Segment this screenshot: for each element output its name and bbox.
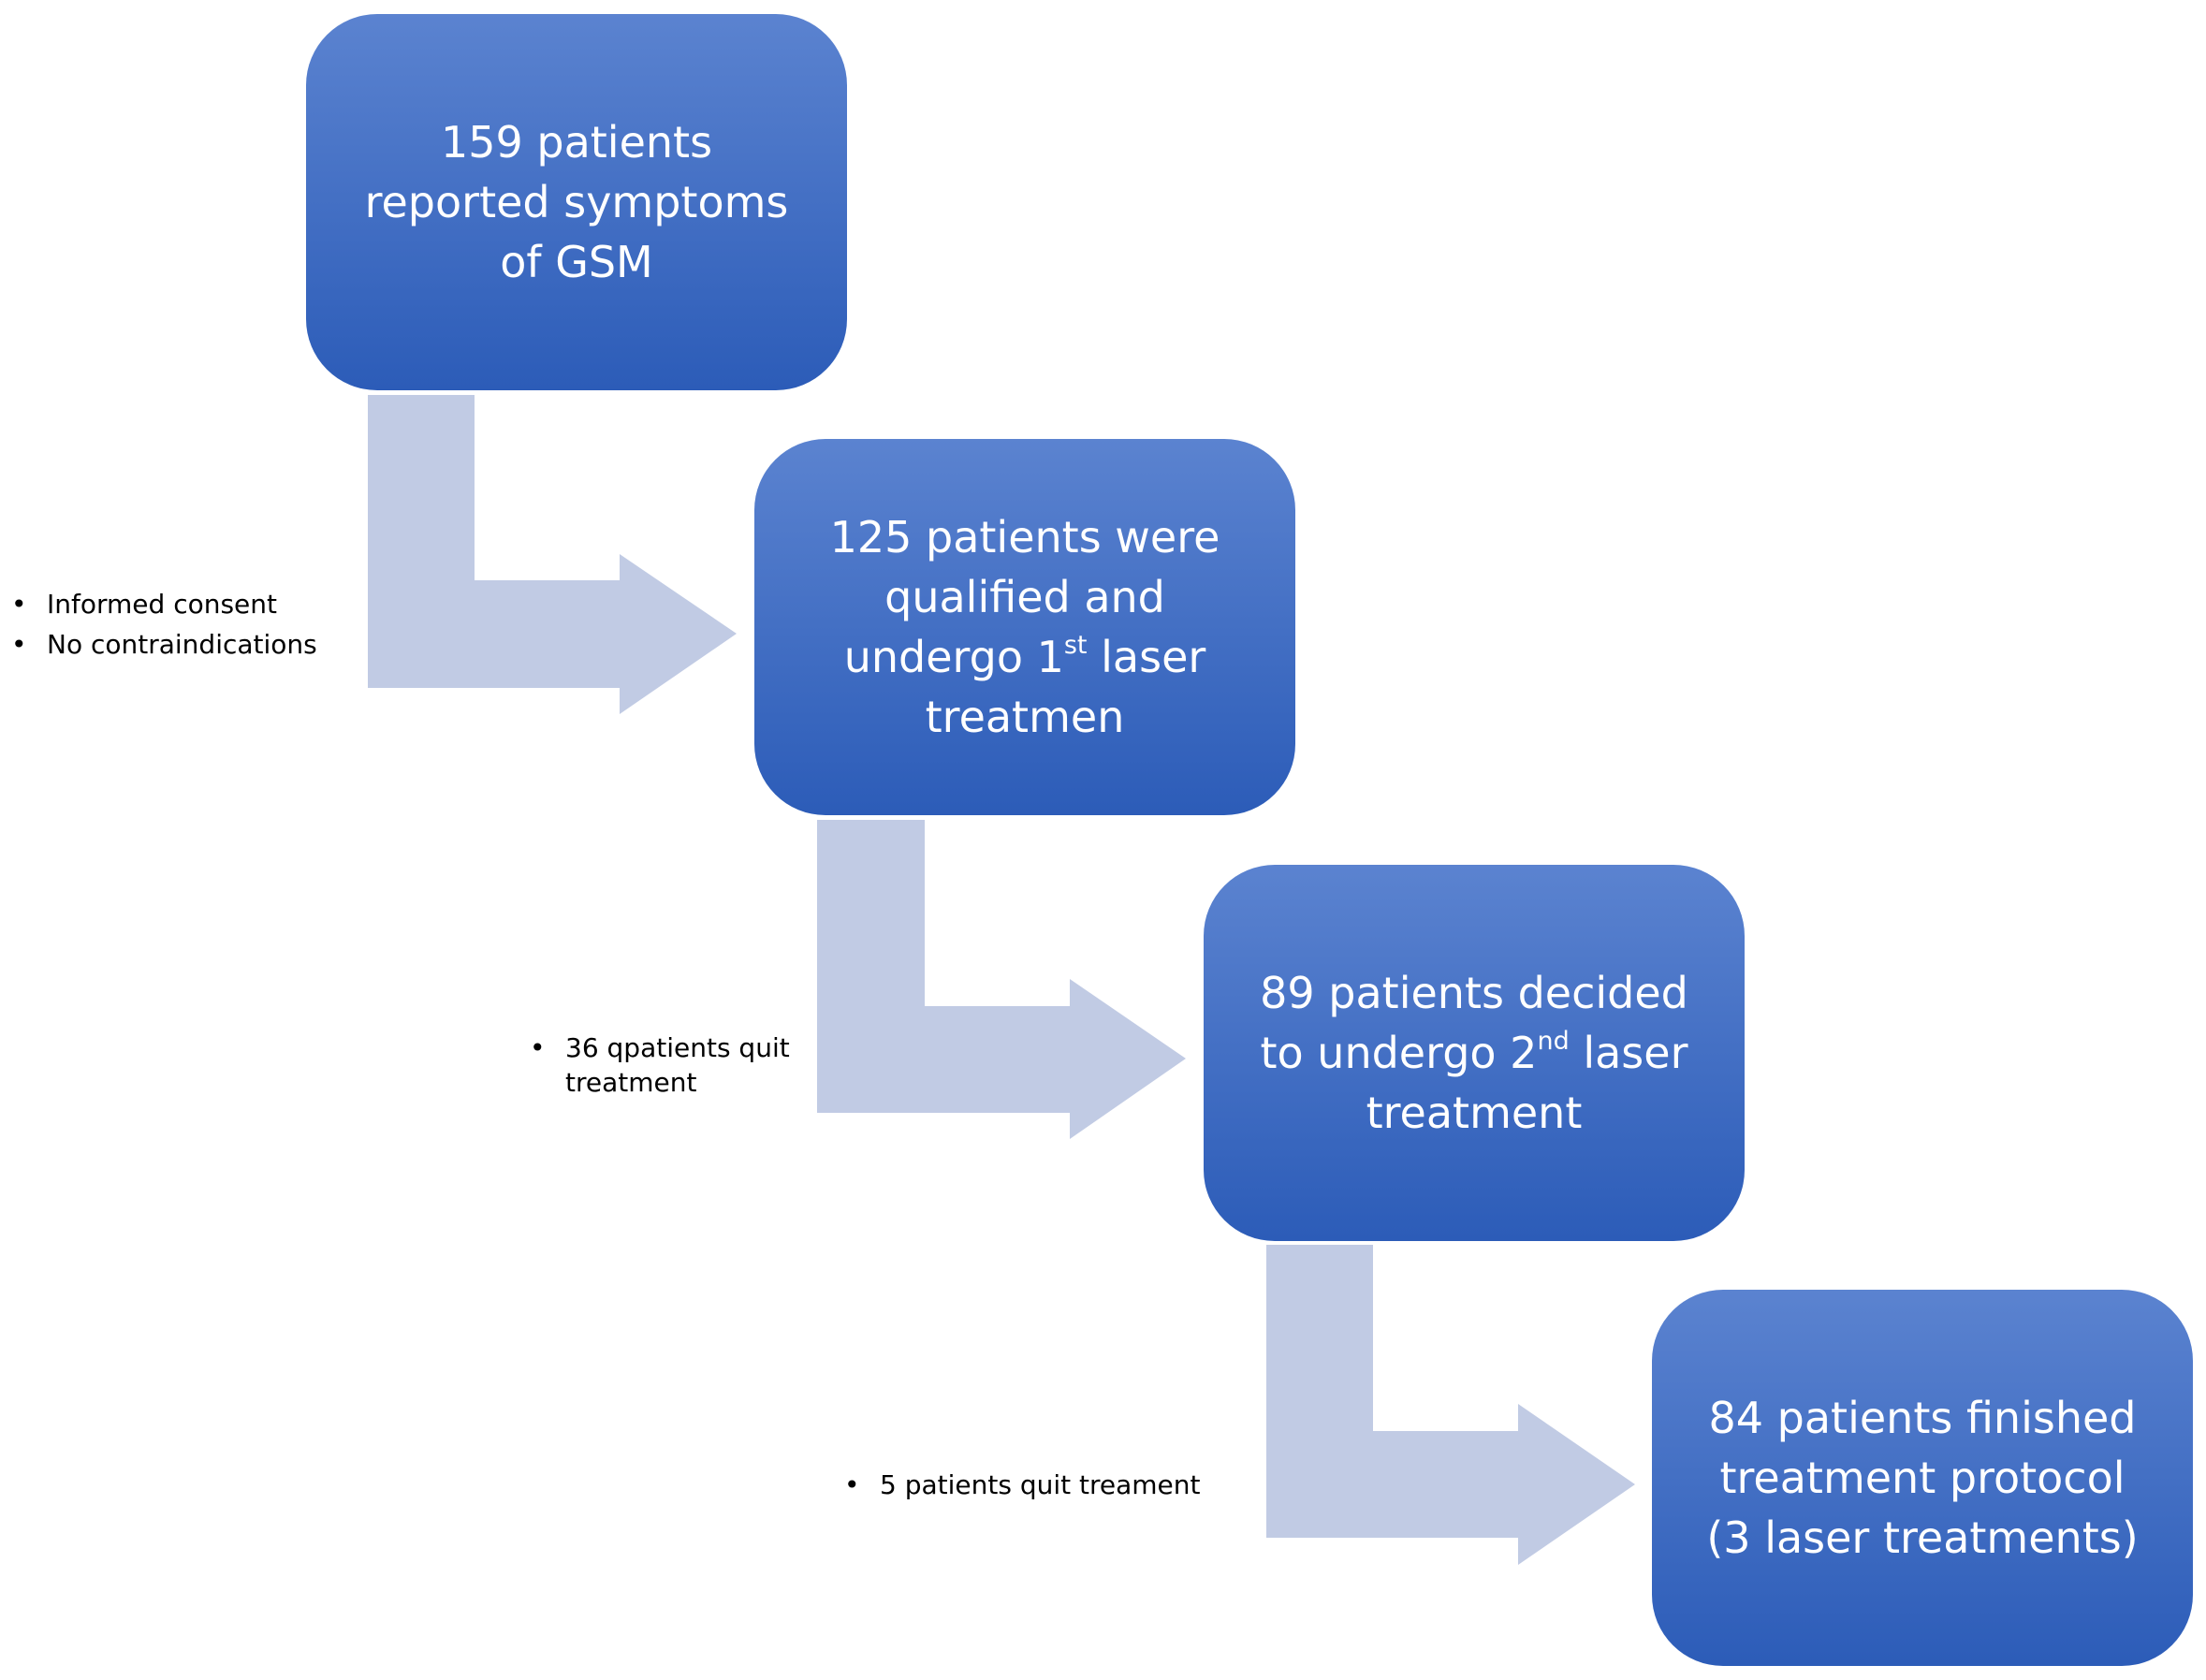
step-3-line-2-start: to undergo 2 bbox=[1260, 1028, 1538, 1078]
step-box-84-patients: 84 patients finished treatment protocol … bbox=[1652, 1290, 2193, 1666]
step-2-line-3: undergo 1st laser bbox=[844, 632, 1206, 682]
step-2-ordinal-suffix: st bbox=[1063, 631, 1088, 660]
step-3-line-2-end: laser bbox=[1569, 1028, 1688, 1078]
bent-arrow-3 bbox=[1266, 1245, 1635, 1565]
step-1-line-2: reported symptoms bbox=[364, 177, 789, 227]
step-box-125-patients: 125 patients were qualified and undergo … bbox=[754, 439, 1295, 815]
step-1-line-1: 159 patients bbox=[440, 117, 713, 168]
step-4-line-1: 84 patients finished bbox=[1708, 1393, 2137, 1443]
step-2-text: 125 patients were qualified and undergo … bbox=[830, 507, 1220, 747]
step-2-line-2: qualified and bbox=[884, 572, 1165, 622]
step-3-text: 89 patients decided to undergo 2nd laser… bbox=[1260, 963, 1688, 1143]
note-bullet-item: 5 patients quit treament bbox=[844, 1465, 1201, 1505]
step-3-line-1: 89 patients decided bbox=[1260, 968, 1688, 1018]
step-2-line-4: treatmen bbox=[925, 692, 1125, 742]
step-box-159-patients: 159 patients reported symptoms of GSM bbox=[306, 14, 847, 390]
step-4-text: 84 patients finished treatment protocol … bbox=[1706, 1388, 2138, 1568]
note-bullet-item: No contraindications bbox=[11, 624, 317, 665]
step-2-line-3-end: laser bbox=[1087, 632, 1206, 682]
bent-arrow-1 bbox=[368, 395, 737, 714]
step-1-text: 159 patients reported symptoms of GSM bbox=[365, 112, 789, 292]
note-dropout-after-first-treatment: 36 qpatients quit treatment bbox=[530, 1030, 811, 1100]
note-dropout-after-second-treatment: 5 patients quit treament bbox=[844, 1465, 1201, 1505]
step-box-89-patients: 89 patients decided to undergo 2nd laser… bbox=[1204, 865, 1745, 1241]
note-qualification-criteria: Informed consent No contraindications bbox=[11, 584, 317, 665]
step-3-line-3: treatment bbox=[1366, 1088, 1583, 1138]
step-3-line-2: to undergo 2nd laser bbox=[1261, 1028, 1688, 1078]
step-4-line-3: (3 laser treatments) bbox=[1706, 1512, 2139, 1563]
note-bullet-item: Informed consent bbox=[11, 584, 317, 624]
step-2-line-1: 125 patients were bbox=[829, 512, 1220, 562]
note-bullet-item: 36 qpatients quit treatment bbox=[530, 1030, 811, 1100]
step-4-line-2: treatment protocol bbox=[1719, 1453, 2126, 1503]
step-1-line-3: of GSM bbox=[500, 237, 653, 287]
step-3-ordinal-suffix: nd bbox=[1537, 1027, 1570, 1056]
step-2-line-3-start: undergo 1 bbox=[843, 632, 1064, 682]
bent-arrow-2 bbox=[817, 820, 1186, 1139]
